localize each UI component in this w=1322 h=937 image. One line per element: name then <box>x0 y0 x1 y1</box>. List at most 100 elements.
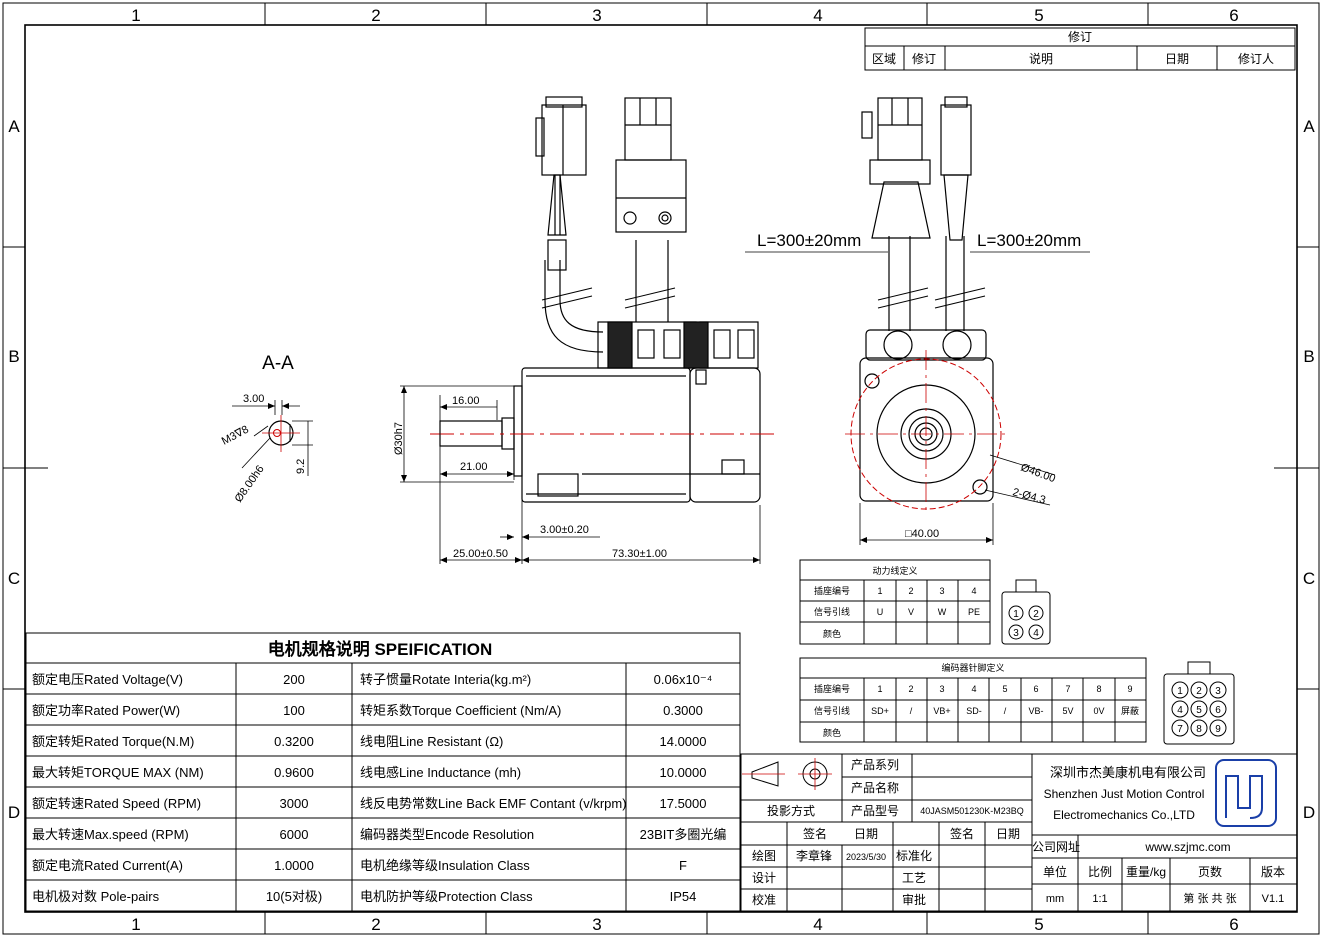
encoder-pin-number: 9 <box>1215 724 1221 735</box>
spec-param-value: 10.0000 <box>660 765 707 780</box>
spec-param-name: 额定电压Rated Voltage(V) <box>32 672 183 687</box>
cell: 4 <box>971 586 976 596</box>
spec-param-name: 线电感Line Inductance (mh) <box>360 765 521 780</box>
pin-number: 2 <box>1033 609 1039 620</box>
encoder-pin-number: 8 <box>1196 724 1202 735</box>
dim-d8: Ø8.00h6 <box>233 463 267 504</box>
row-letter: B <box>1303 347 1314 366</box>
spec-param-name: 转子惯量Rotate Interia(kg.m²) <box>360 672 531 687</box>
encoder-pin <box>1209 719 1227 737</box>
cell: 8 <box>1096 684 1101 694</box>
gland-nut <box>683 321 709 369</box>
spec-param-value: 3000 <box>280 796 309 811</box>
dim-d46: Ø46.00 <box>1019 462 1057 486</box>
revision-header: 修订人 <box>1238 51 1274 66</box>
encoder-pin <box>1171 681 1189 699</box>
name-label: 产品名称 <box>851 780 899 795</box>
encoder-pin <box>1190 681 1208 699</box>
revision-header: 说明 <box>1029 51 1053 66</box>
spec-param-name: 电机绝缘等级Insulation Class <box>360 858 530 873</box>
spec-param-value: 100 <box>283 703 305 718</box>
encoder-pin-number: 3 <box>1215 686 1221 697</box>
cell: PE <box>968 607 980 617</box>
encoder-pin-number: 2 <box>1196 686 1202 697</box>
encoder-pin-number: 6 <box>1215 705 1221 716</box>
standard-label: 标准化 <box>896 849 932 863</box>
cell: 屏蔽 <box>1121 705 1139 716</box>
spec-param-name: 编码器类型Encode Resolution <box>360 827 534 842</box>
encoder-pin-table: 编码器针脚定义 插座编号 1 2 3 4 5 6 7 8 9 信号引线 SD+ … <box>799 657 1235 745</box>
cable-length-right: L=300±20mm <box>977 231 1081 250</box>
dim-3-tol: 3.00±0.20 <box>540 524 589 536</box>
motor-front-view <box>859 96 994 502</box>
scale-value: 1:1 <box>1092 893 1107 905</box>
encoder-pin <box>1190 700 1208 718</box>
row-letters: A B C D A B C D <box>8 117 1315 822</box>
row-letter: D <box>8 803 20 822</box>
cell: 2 <box>908 684 913 694</box>
mount-hole <box>972 479 988 495</box>
cell: 5 <box>1002 684 1007 694</box>
cell: 0V <box>1093 706 1104 716</box>
col-number: 2 <box>371 6 380 25</box>
company-name-cn: 深圳市杰美康机电有限公司 <box>1050 765 1206 780</box>
spec-param-name: 线电阻Line Resistant (Ω) <box>360 734 503 749</box>
revision-table: 修订 区域 修订 说明 日期 修订人 <box>864 27 1296 71</box>
motor-side-view <box>439 96 761 503</box>
spec-param-name: 最大转速Max.speed (RPM) <box>32 827 189 842</box>
row-letter: C <box>8 569 20 588</box>
cell: 3 <box>939 586 944 596</box>
spec-param-name: 额定功率Rated Power(W) <box>32 703 180 718</box>
row-label: 信号引线 <box>814 606 850 617</box>
spec-param-name: 电机防护等级Protection Class <box>360 889 533 904</box>
section-label: A-A <box>262 353 294 374</box>
dim-9-2: 9.2 <box>295 459 307 474</box>
row-label: 信号引线 <box>814 705 850 716</box>
encoder-pin-number: 1 <box>1177 686 1183 697</box>
power-line-table: 动力线定义 插座编号 1 2 3 4 信号引线 U V W PE 颜色 1 2 … <box>799 559 1051 645</box>
dim-25: 25.00±0.50 <box>453 548 508 560</box>
spec-param-value: 0.3200 <box>274 734 314 749</box>
draw-label: 绘图 <box>752 848 776 863</box>
spec-param-value: 23BIT多圈光编 <box>640 827 727 842</box>
encoder-pin-number: 4 <box>1177 705 1183 716</box>
revision-header: 区域 <box>872 52 896 66</box>
encoder-pin-number: 7 <box>1177 724 1183 735</box>
company-logo <box>1215 759 1277 827</box>
spec-param-value: 200 <box>283 672 305 687</box>
website-label: 公司网址 <box>1032 840 1080 854</box>
spec-param-name: 额定电流Rated Current(A) <box>32 858 183 873</box>
design-label: 设计 <box>752 871 776 885</box>
col-number: 5 <box>1034 915 1043 934</box>
cell: 4 <box>971 684 976 694</box>
col-number: 4 <box>813 915 822 934</box>
col-number: 3 <box>592 915 601 934</box>
cell: 9 <box>1127 684 1132 694</box>
model-value: 40JASM501230K-M23BQ <box>920 806 1024 816</box>
gland-nut <box>607 321 633 369</box>
row-label: 颜色 <box>823 727 841 738</box>
company-name-en-1: Shenzhen Just Motion Control <box>1044 787 1205 801</box>
dim-3: 3.00 <box>243 393 264 405</box>
pages-value: 第 张 共 张 <box>1183 891 1236 905</box>
encoder-connector-face <box>1163 661 1235 745</box>
pin-number: 3 <box>1013 628 1019 639</box>
cell: SD+ <box>871 706 889 716</box>
spec-param-value: IP54 <box>670 889 697 904</box>
weight-label: 重量/kg <box>1126 865 1166 879</box>
dim-d30: Ø30h7 <box>393 422 405 455</box>
power-plug <box>615 159 687 233</box>
series-label: 产品系列 <box>851 758 899 772</box>
scale-label: 比例 <box>1088 865 1112 879</box>
spec-param-value: 0.06x10⁻⁴ <box>654 672 713 687</box>
cable-length-left: L=300±20mm <box>757 231 861 250</box>
encoder-pin <box>1171 700 1189 718</box>
row-label: 颜色 <box>823 628 841 639</box>
encoder-pin <box>1171 719 1189 737</box>
spec-param-name: 线反电势常数Line Back EMF Contant (v/krpm) <box>360 796 627 811</box>
cell: 5V <box>1062 706 1073 716</box>
spec-param-name: 最大转矩TORQUE MAX (NM) <box>32 765 204 780</box>
spec-param-value: 14.0000 <box>660 734 707 749</box>
cell: SD- <box>966 706 982 716</box>
